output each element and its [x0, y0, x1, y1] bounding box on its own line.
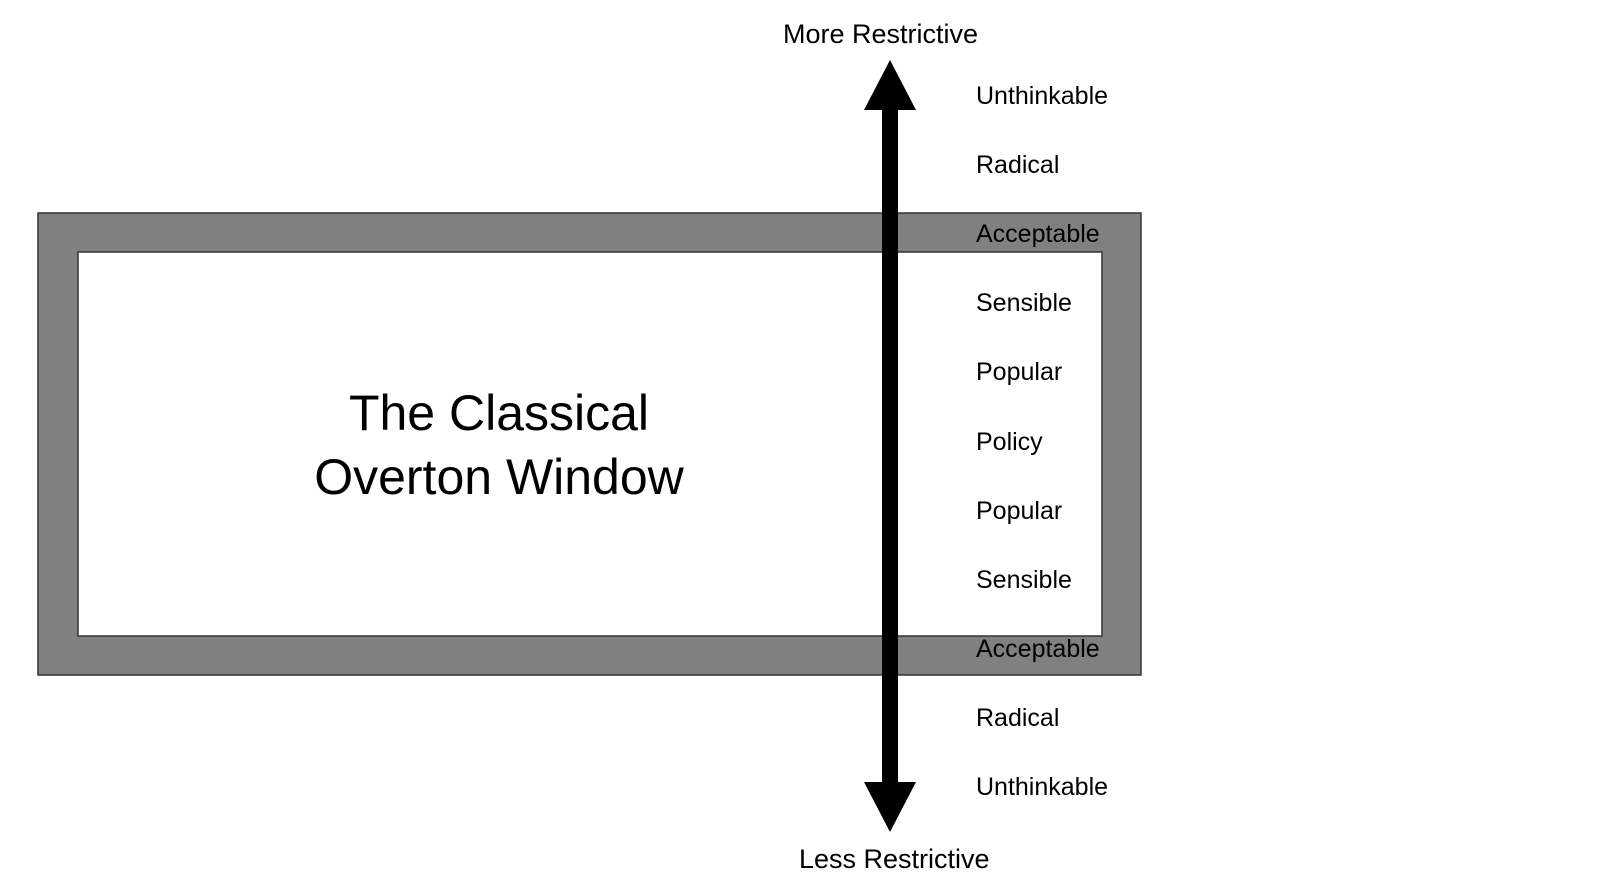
level-label-popular-top: Popular	[976, 358, 1063, 386]
level-label-unthinkable-bottom: Unthinkable	[976, 773, 1109, 801]
level-label-popular-bottom: Popular	[976, 497, 1063, 525]
level-label-policy: Policy	[976, 428, 1043, 456]
level-label-acceptable-bottom: Acceptable	[976, 635, 1100, 663]
level-label-radical-bottom: Radical	[976, 704, 1060, 732]
level-label-radical-top: Radical	[976, 151, 1060, 179]
arrow-shaft	[882, 108, 898, 788]
axis-bottom-label: Less Restrictive	[799, 844, 990, 874]
level-label-sensible-top: Sensible	[976, 289, 1072, 317]
restrictiveness-arrow	[864, 60, 916, 832]
level-label-sensible-bottom: Sensible	[976, 566, 1072, 594]
arrow-head-down	[864, 782, 916, 832]
arrow-head-up	[864, 60, 916, 110]
level-label-acceptable-top: Acceptable	[976, 220, 1100, 248]
axis-top-label: More Restrictive	[783, 19, 979, 49]
window-pane	[77, 251, 1103, 637]
diagram-title-line-1: The Classical	[348, 385, 650, 441]
level-label-unthinkable-top: Unthinkable	[976, 82, 1109, 110]
diagram-title-line-2: Overton Window	[314, 449, 684, 505]
